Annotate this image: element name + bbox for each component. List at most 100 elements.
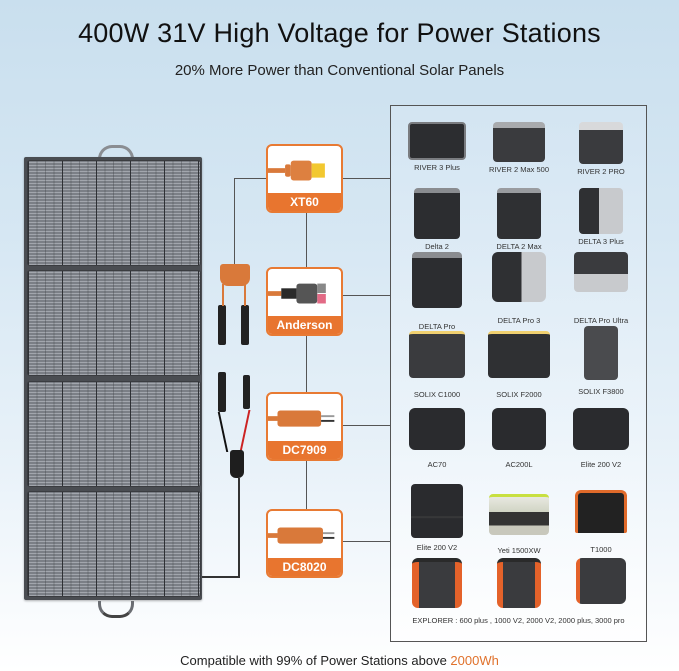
device-name: T1000 [590,545,612,554]
solar-panel-segment [27,381,201,487]
device-card: DELTA 3 Plus [561,188,641,246]
solar-panel-handle-bottom [98,601,134,618]
device-name: Delta 2 [425,242,449,251]
connector-link-line [343,425,390,426]
footer-text: Compatible with 99% of Power Stations ab… [180,653,451,668]
power-station-image [579,122,623,164]
connector-label: DC7909 [268,441,341,459]
power-station-image [489,494,549,535]
power-station-image [576,558,626,604]
connector-bus-line [306,213,307,513]
device-name: RIVER 3 Plus [414,163,460,172]
connector-label: DC8020 [268,558,341,576]
power-station-image [411,484,463,538]
solar-panel-segment [27,270,201,376]
connector-label: Anderson [268,316,341,334]
device-name: DELTA 3 Plus [578,237,624,246]
power-station-image [409,331,465,378]
dc7909-plug-icon [268,410,335,427]
solar-panel-segment [27,160,201,266]
device-card: RIVER 3 Plus [397,122,477,172]
power-station-image [414,188,460,239]
device-name: AC200L [505,460,533,469]
cable-line [222,284,224,306]
device-card [561,558,641,604]
device-name: Yeti 1500XW [497,546,541,555]
solar-panel [24,157,202,600]
mc4-connector [218,372,226,412]
device-card: SOLIX F2000 [479,331,559,399]
device-name: Elite 200 V2 [416,543,458,552]
power-station-image [574,252,628,292]
solar-panel-segment [27,491,201,597]
footer-highlight: 2000Wh [450,653,499,668]
explorer-models-note: EXPLORER : 600 plus , 1000 V2, 2000 V2, … [412,616,625,625]
cable-line [238,478,240,578]
device-card: DELTA Pro 3 [479,252,559,325]
connector-card-dc7909: DC7909 [266,392,343,461]
power-station-image [579,188,623,234]
device-name: RIVER 2 PRO [577,167,625,176]
power-station-image [409,408,465,450]
device-card: RIVER 2 Max 500 [479,122,559,174]
solar-panel-handle-top [98,145,134,162]
device-card: Delta 2 [397,188,477,251]
device-name: RIVER 2 Max 500 [488,165,550,174]
power-station-image [492,252,546,302]
device-card: T1000 [561,490,641,554]
page-title: 400W 31V High Voltage for Power Stations [78,18,601,48]
power-station-image [412,558,462,608]
device-card: SOLIX F3800 [561,326,641,396]
power-station-image [488,331,550,378]
device-card: Elite 200 V2 [561,408,641,469]
power-station-image [497,188,541,239]
device-card: AC70 [397,408,477,469]
xt60-plug-icon [268,160,325,181]
cable-line [234,178,235,264]
power-station-image [412,252,462,308]
cable-line [202,576,240,578]
page-subtitle: 20% More Power than Conventional Solar P… [174,62,505,79]
power-station-image [408,122,466,160]
connector-link-line [343,541,390,542]
connector-card-dc8020: DC8020 [266,509,343,578]
mc4-connector [243,375,250,409]
device-card: Elite 200 V2 [397,484,477,552]
device-name: AC70 [427,460,447,469]
connector-link-line [343,178,390,179]
y-splitter-connector [220,264,250,286]
connector-card-anderson: Anderson [266,267,343,336]
compatibility-footer: Compatible with 99% of Power Stations ab… [0,653,679,668]
power-station-image [497,558,541,608]
cable-line [244,284,246,306]
cable-line [239,410,251,452]
dc8020-plug-icon [268,527,335,544]
device-card: SOLIX C1000 [397,331,477,399]
device-card: DELTA 2 Max [479,188,559,251]
device-name: SOLIX F2000 [496,390,542,399]
device-card: DELTA Pro Ultra [561,252,641,325]
power-station-image [493,122,545,162]
device-name: DELTA 2 Max [496,242,542,251]
mc4-connector [218,305,226,345]
power-station-image [573,408,629,450]
device-card [479,558,559,608]
device-name: Elite 200 V2 [580,460,622,469]
device-card: Yeti 1500XW [479,494,559,555]
device-card: RIVER 2 PRO [561,122,641,176]
cable-line [234,178,266,179]
y-junction-connector [230,450,244,478]
device-card [397,558,477,608]
connector-label: XT60 [268,193,341,211]
device-name: DELTA Pro Ultra [573,316,629,325]
power-station-image [492,408,546,450]
device-name: SOLIX C1000 [413,390,461,399]
anderson-plug-icon [268,283,326,304]
device-name: SOLIX F3800 [578,387,624,396]
connector-card-xt60: XT60 [266,144,343,213]
connector-link-line [343,295,390,296]
device-name: DELTA Pro 3 [497,316,541,325]
device-card: DELTA Pro [397,252,477,331]
device-name: DELTA Pro [418,322,456,331]
compatible-devices-panel: RIVER 3 Plus RIVER 2 Max 500 RIVER 2 PRO… [390,105,647,642]
